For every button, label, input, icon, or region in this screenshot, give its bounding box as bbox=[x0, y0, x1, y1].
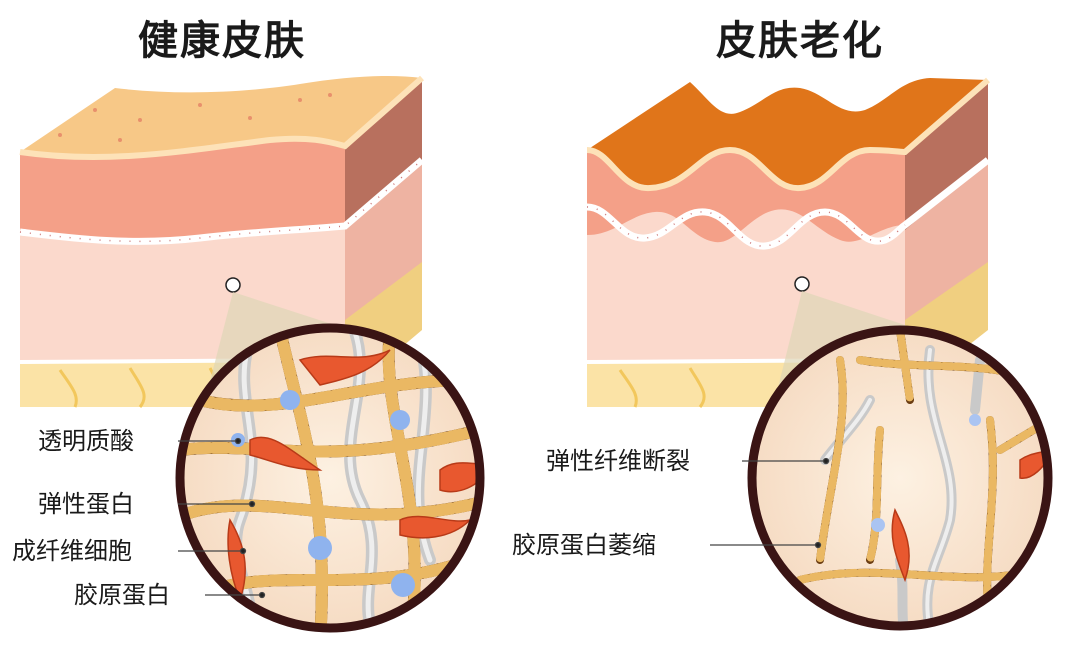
aging-epidermis bbox=[587, 150, 905, 243]
healthy-hyaluronic-acid bbox=[231, 390, 415, 597]
aging-basal-line bbox=[586, 157, 991, 250]
aging-side-epidermis bbox=[905, 80, 988, 230]
label-elastin: 弹性蛋白 bbox=[38, 490, 134, 518]
label-fibroblast: 成纤维细胞 bbox=[12, 537, 132, 565]
leader-lines bbox=[178, 437, 830, 599]
aging-hyaluronic-acid bbox=[871, 414, 981, 532]
aging-surface bbox=[587, 78, 988, 189]
healthy-skin-title: 健康皮肤 bbox=[138, 18, 306, 64]
aging-lens-rim bbox=[747, 325, 1053, 631]
aging-zoom-marker bbox=[794, 276, 810, 292]
label-elastin-broken: 弹性纤维断裂 bbox=[546, 447, 690, 475]
healthy-surface bbox=[20, 76, 422, 158]
healthy-fibroblasts bbox=[227, 349, 480, 603]
healthy-side-epidermis bbox=[345, 78, 422, 225]
label-collagen-atrophy: 胶原蛋白萎缩 bbox=[512, 531, 656, 559]
label-collagen: 胶原蛋白 bbox=[74, 581, 170, 609]
label-hyaluronic-acid: 透明质酸 bbox=[38, 427, 134, 455]
aging-magnifier bbox=[747, 325, 1053, 631]
healthy-pores bbox=[58, 93, 332, 142]
aging-skin-title: 皮肤老化 bbox=[716, 18, 884, 64]
healthy-zoom-marker bbox=[225, 277, 241, 293]
healthy-epidermis bbox=[20, 138, 345, 242]
healthy-lens-rim bbox=[175, 323, 485, 633]
